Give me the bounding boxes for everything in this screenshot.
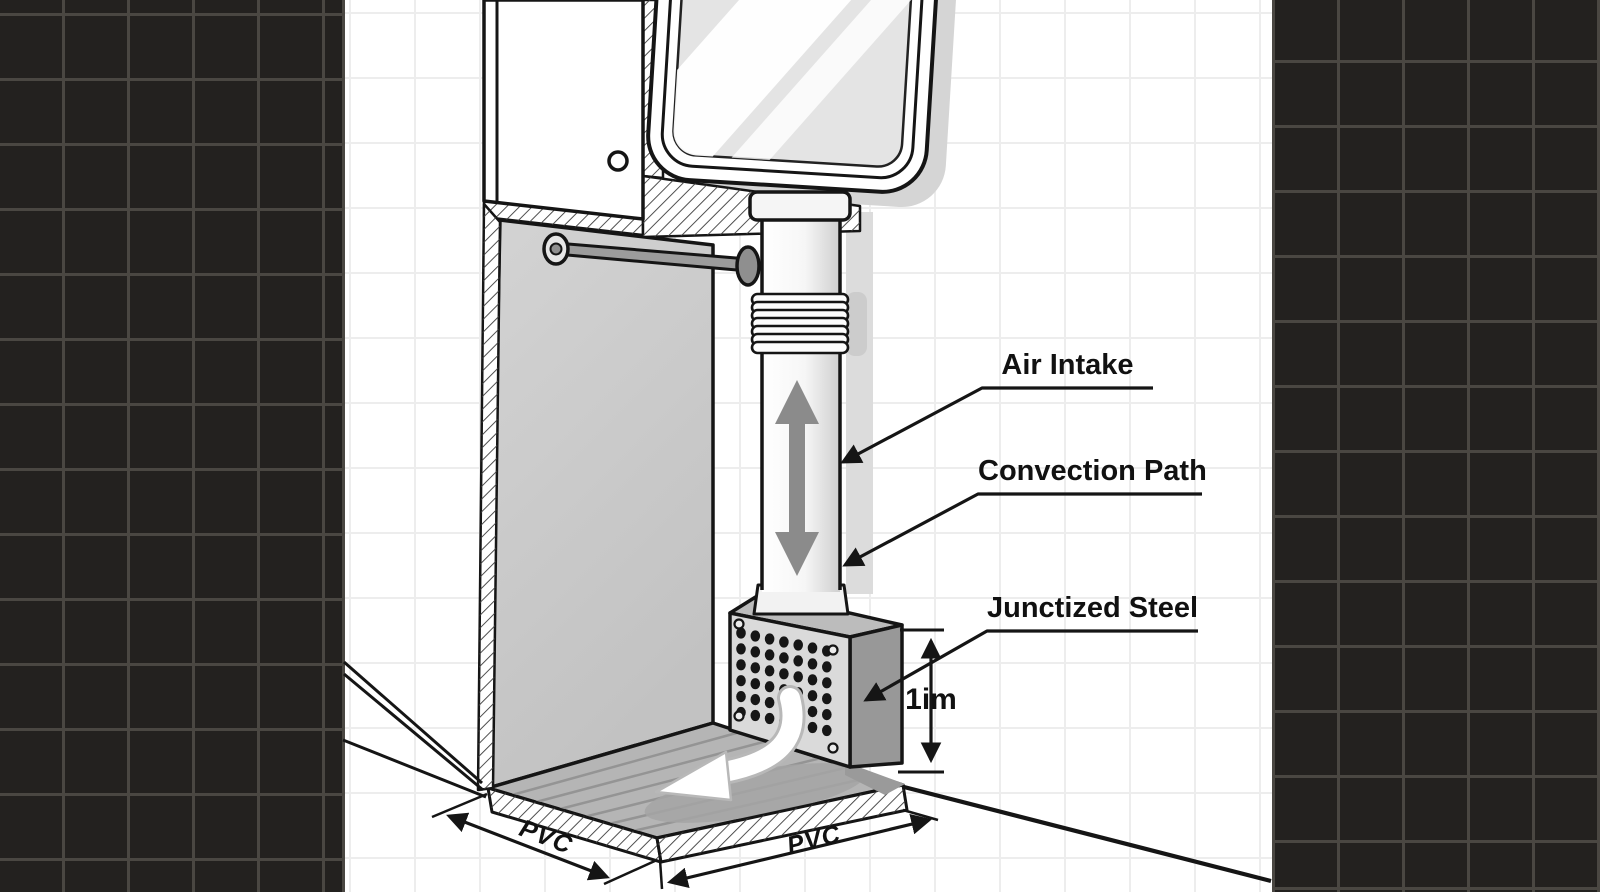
towel-bar (542, 232, 761, 287)
mirror-reflection-streaks (672, 0, 914, 168)
pipe-ribs (750, 292, 850, 355)
label-convection-path: Convection Path (978, 455, 1207, 487)
label-junctized-steel: Junctized Steel (987, 592, 1199, 624)
cabinet (482, 0, 645, 221)
leader-lines (840, 386, 1202, 702)
dark-tile-wall-left (0, 0, 345, 892)
junctized-steel-leader (863, 629, 1198, 702)
mirror (646, 0, 940, 194)
air-flow-arrow (775, 380, 819, 576)
baseboard (342, 660, 487, 799)
label-height-dimension: 1im (905, 683, 957, 716)
convection-path-leader (842, 492, 1202, 567)
pvc-left-dimension (431, 792, 658, 886)
floor-air-arrow (654, 685, 806, 802)
cabinet-knob (607, 150, 629, 172)
vent-screws (733, 618, 839, 754)
label-air-intake: Air Intake (1001, 349, 1134, 381)
recess-back-wall (486, 218, 715, 790)
height-dimension-lines (898, 628, 944, 774)
pvc-right-dimension (658, 784, 1272, 890)
convection-pipe (748, 190, 852, 616)
dark-tile-wall-right (1272, 0, 1600, 892)
air-intake-leader (840, 386, 1153, 464)
